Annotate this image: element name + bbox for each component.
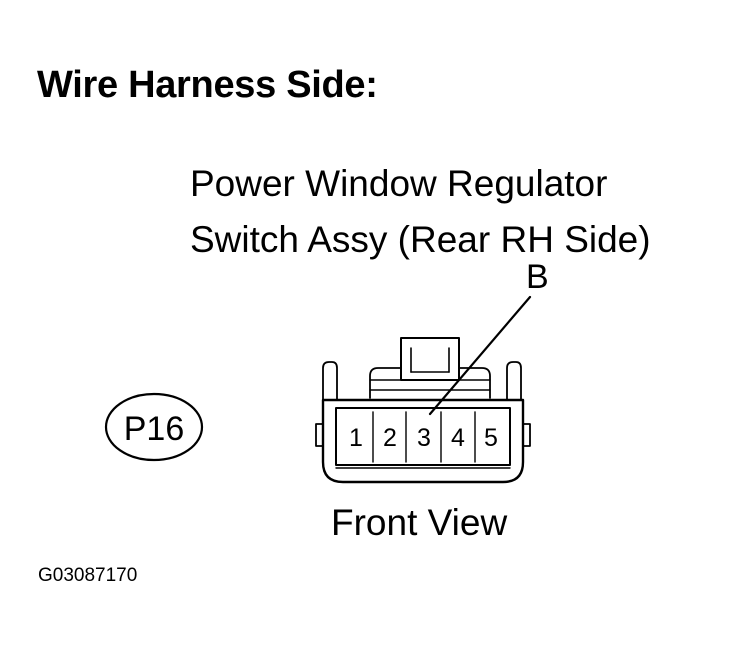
pin-number: 3 (417, 424, 431, 452)
part-name-line-2: Switch Assy (Rear RH Side) (190, 219, 651, 260)
pin-callout-label: B (526, 258, 549, 296)
pin-number: 5 (484, 424, 498, 452)
pin-number: 4 (451, 424, 465, 452)
figure-code: G03087170 (38, 565, 138, 586)
connector-code-text: P16 (124, 410, 185, 448)
connector-body (315, 337, 531, 484)
pin-callout-leader (428, 295, 532, 416)
connector-code-badge: P16 (104, 392, 204, 462)
pin-number: 2 (383, 424, 397, 452)
connector-pins: 1 2 3 4 5 (349, 424, 498, 452)
view-label: Front View (331, 502, 508, 543)
diagram-title: Wire Harness Side: (37, 64, 378, 106)
pin-number: 1 (349, 424, 363, 452)
part-name-line-1: Power Window Regulator (190, 163, 608, 204)
